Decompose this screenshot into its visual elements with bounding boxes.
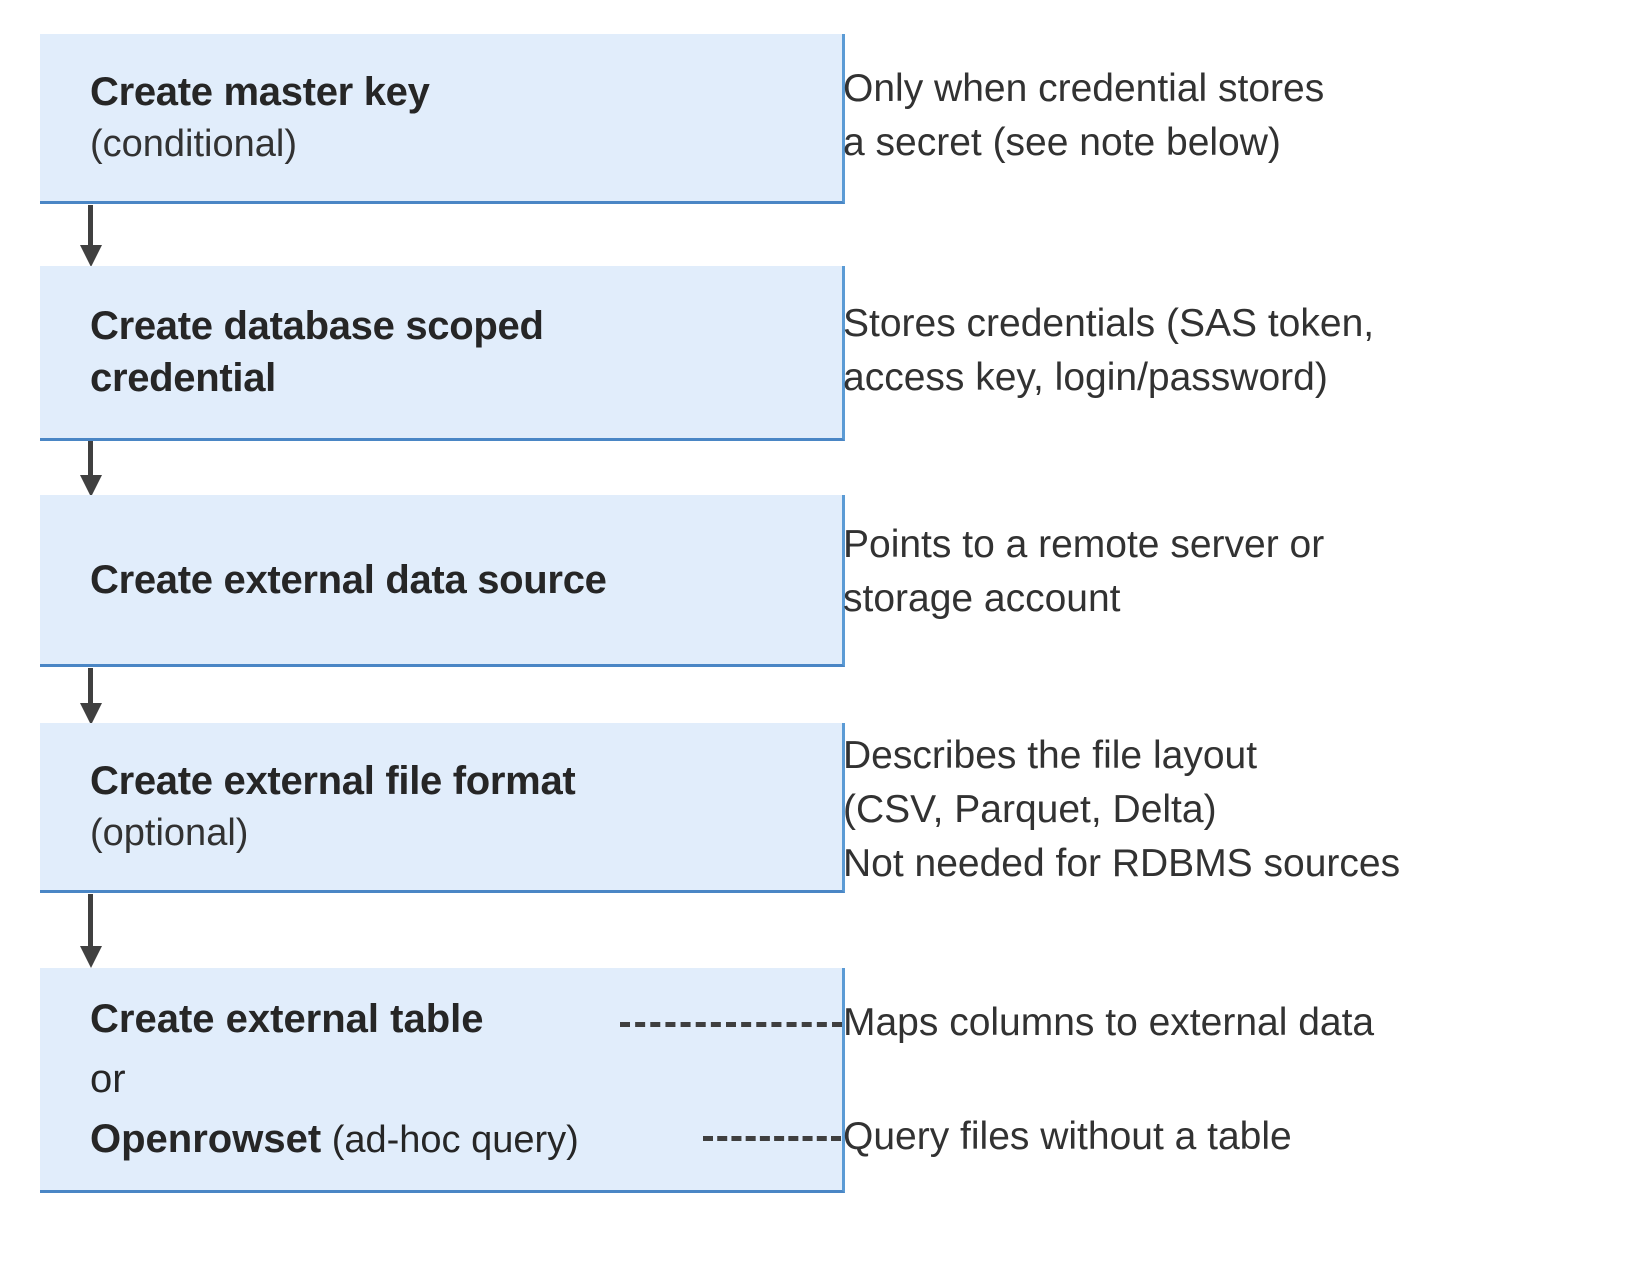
arrow-step3-to-step4 xyxy=(80,668,102,726)
note-create-master-key: Only when credential stores a secret (se… xyxy=(843,67,1325,164)
step-subtitle: (optional) xyxy=(90,811,249,854)
arrow-shaft xyxy=(88,441,93,477)
arrow-head-icon xyxy=(80,703,102,725)
step-title-line1: Create database scoped xyxy=(90,304,544,348)
option-separator-row: or xyxy=(90,1050,842,1108)
arrow-step2-to-step3 xyxy=(80,441,102,497)
option-create-external-table-row[interactable]: Create external table xyxy=(90,988,842,1050)
arrow-step4-to-step5 xyxy=(80,894,102,970)
step-title: Create external data source xyxy=(90,557,607,602)
step-box-create-database-scoped-credential[interactable]: Create database scoped credential xyxy=(40,266,845,441)
option-separator-label: or xyxy=(90,1057,126,1101)
step-title: Create master key xyxy=(90,69,430,114)
note-create-external-file-format: Describes the file layout (CSV, Parquet,… xyxy=(843,734,1401,885)
step-title: Create external file format xyxy=(90,758,576,803)
step-box-create-master-key[interactable]: Create master key (conditional) xyxy=(40,34,845,204)
option-openrowset-label: Openrowset (ad-hoc query) xyxy=(90,1116,579,1161)
option-openrowset-row[interactable]: Openrowset (ad-hoc query) xyxy=(90,1108,842,1170)
note-create-external-data-source: Points to a remote server or storage acc… xyxy=(843,523,1325,620)
step-box-create-external-file-format[interactable]: Create external file format (optional) xyxy=(40,723,845,893)
dashed-connector-openrowset xyxy=(703,1136,841,1141)
step-box-create-external-data-source[interactable]: Create external data source xyxy=(40,495,845,667)
step-box-create-external-table-or-openrowset[interactable]: Create external table or Openrowset (ad-… xyxy=(40,968,845,1193)
arrow-step1-to-step2 xyxy=(80,205,102,268)
arrow-head-icon xyxy=(80,245,102,267)
step-subtitle: (conditional) xyxy=(90,122,297,165)
note-create-database-scoped-credential: Stores credentials (SAS token, access ke… xyxy=(843,302,1375,399)
arrow-head-icon xyxy=(80,475,102,497)
step-title-line2: credential xyxy=(90,356,276,400)
arrow-shaft xyxy=(88,205,93,247)
note-openrowset: Query files without a table xyxy=(843,1115,1292,1158)
arrow-shaft xyxy=(88,668,93,705)
note-create-external-table: Maps columns to external data xyxy=(843,1001,1375,1044)
arrow-shaft xyxy=(88,894,93,948)
dashed-connector-external-table xyxy=(620,1022,842,1027)
arrow-head-icon xyxy=(80,946,102,968)
option-create-external-table-label: Create external table xyxy=(90,997,484,1041)
